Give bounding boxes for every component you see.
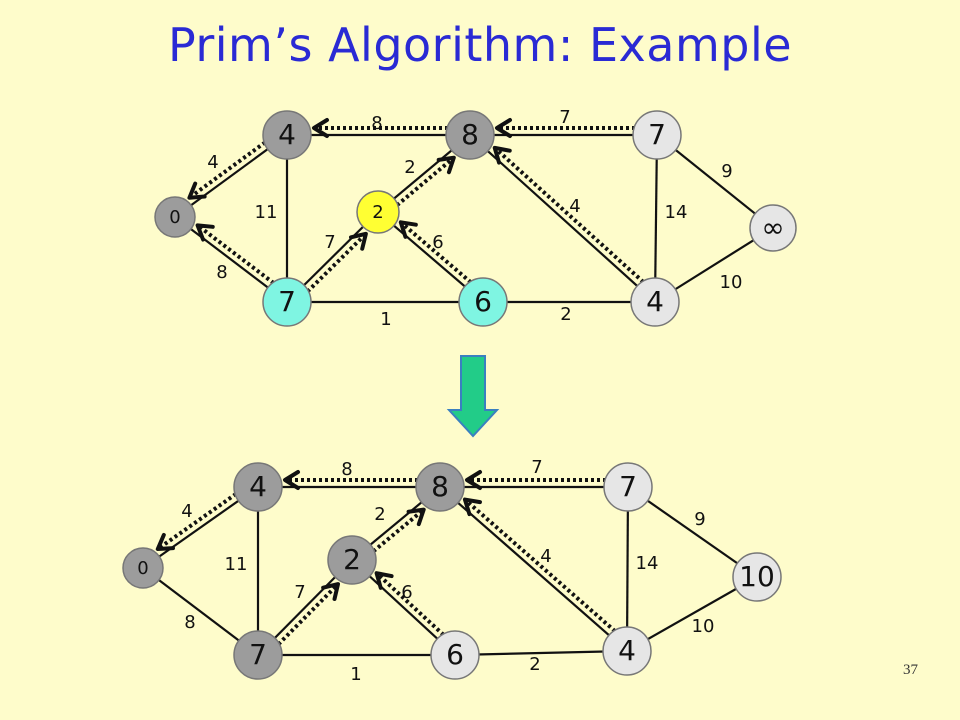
edge-weight-label: 8 <box>184 612 195 633</box>
parent-arrow-i-c <box>395 155 456 207</box>
edge-weight-label: 10 <box>720 272 743 293</box>
node-c: 8 <box>415 462 465 512</box>
edge-weight-label: 6 <box>401 582 412 603</box>
edge-weight-label: 9 <box>721 161 732 182</box>
node-label: 4 <box>249 470 267 503</box>
node-d: 7 <box>632 110 682 160</box>
node-b: 4 <box>233 462 283 512</box>
edge-weight-label: 14 <box>665 202 688 223</box>
node-e: ∞ <box>749 204 797 252</box>
edge-weight-label: 9 <box>694 509 705 530</box>
graph-before: 4 8 7 9 8 11 2 7 6 4 14 10 1 2 0 4 8 7 ∞ 4 6 7 2 <box>154 107 797 330</box>
node-label: 4 <box>646 285 664 318</box>
edge-weight-label: 1 <box>350 664 361 685</box>
edge-weight-label: 2 <box>374 504 385 525</box>
parent-arrow-i-c <box>372 507 426 553</box>
edge-d-f <box>653 134 659 303</box>
edge-g-f <box>454 649 628 657</box>
node-label: 10 <box>739 560 775 593</box>
node-i: 2 <box>356 190 400 234</box>
edge-d-e <box>627 486 758 578</box>
node-label: ∞ <box>761 211 784 244</box>
edge-weight-label: 6 <box>432 232 443 253</box>
node-g: 6 <box>458 277 508 327</box>
parent-arrow-h-i <box>306 231 368 293</box>
edge-weight-label: 4 <box>540 546 551 567</box>
parent-arrow-b-a <box>187 140 267 200</box>
node-g: 6 <box>430 630 480 680</box>
parent-arrow-f-c <box>492 145 645 284</box>
node-c: 8 <box>445 110 495 160</box>
parent-arrow-c-b <box>312 118 448 138</box>
parent-arrow-g-i <box>374 571 445 637</box>
node-label: 4 <box>278 118 296 151</box>
node-h: 7 <box>233 630 283 680</box>
edge-weight-label: 2 <box>404 157 415 178</box>
node-label: 8 <box>431 470 449 503</box>
edge-weight-label: 8 <box>216 262 227 283</box>
node-label: 6 <box>446 638 464 671</box>
parent-arrow-d-c <box>495 118 635 138</box>
edge-weight-label: 2 <box>529 654 540 675</box>
edge-weight-label: 8 <box>371 113 382 134</box>
edge-weight-label: 1 <box>380 309 391 330</box>
parent-arrow-b-a <box>155 492 238 552</box>
node-label: 7 <box>249 638 267 671</box>
slide-title: Prim’s Algorithm: Example <box>167 18 793 72</box>
node-label: 2 <box>372 202 383 223</box>
node-label: 7 <box>648 118 666 151</box>
edge-weight-label: 4 <box>181 501 192 522</box>
parent-arrow-d-c <box>465 470 606 490</box>
node-label: 7 <box>278 285 296 318</box>
node-label: 7 <box>619 470 637 503</box>
edge-weight-label: 10 <box>692 616 715 637</box>
edge-weight-label: 8 <box>341 459 352 480</box>
node-i: 2 <box>327 535 377 585</box>
node-label: 0 <box>169 207 180 228</box>
node-b: 4 <box>262 110 312 160</box>
node-label: 6 <box>474 285 492 318</box>
node-f: 4 <box>630 277 680 327</box>
slide-number: 37 <box>903 662 918 678</box>
edge-weight-label: 11 <box>255 202 278 223</box>
node-label: 4 <box>618 634 636 667</box>
down-arrow-icon <box>446 355 500 438</box>
edge-weight-label: 7 <box>531 457 542 478</box>
edge-weight-label: 2 <box>560 304 571 325</box>
node-h: 7 <box>262 277 312 327</box>
edge-weight-label: 14 <box>636 553 659 574</box>
parent-arrow-f-c <box>462 497 617 633</box>
node-d: 7 <box>603 462 653 512</box>
node-a: 0 <box>122 547 164 589</box>
parent-arrow-h-a <box>195 223 275 285</box>
node-e: 10 <box>732 552 782 602</box>
node-a: 0 <box>154 196 196 238</box>
edge-weight-label: 7 <box>324 232 335 253</box>
parent-arrow-h-i <box>277 582 340 646</box>
parent-arrow-g-i <box>398 220 473 284</box>
edge-weight-label: 7 <box>294 582 305 603</box>
node-f: 4 <box>602 626 652 676</box>
edge-d-e <box>656 134 774 229</box>
edge-weight-label: 7 <box>559 107 570 128</box>
edge-weight-label: 11 <box>225 554 248 575</box>
node-label: 2 <box>343 543 361 576</box>
parent-arrow-c-b <box>283 470 418 490</box>
node-label: 8 <box>461 118 479 151</box>
node-label: 0 <box>137 558 148 579</box>
graph-after: 4 8 7 9 8 11 2 7 6 4 14 10 1 2 0 4 8 7 10 4 6 7 2 <box>122 457 782 685</box>
edge-e-f <box>626 576 758 652</box>
edge-d-f <box>625 486 630 652</box>
edge-weight-label: 4 <box>207 152 218 173</box>
edge-weight-label: 4 <box>569 196 580 217</box>
